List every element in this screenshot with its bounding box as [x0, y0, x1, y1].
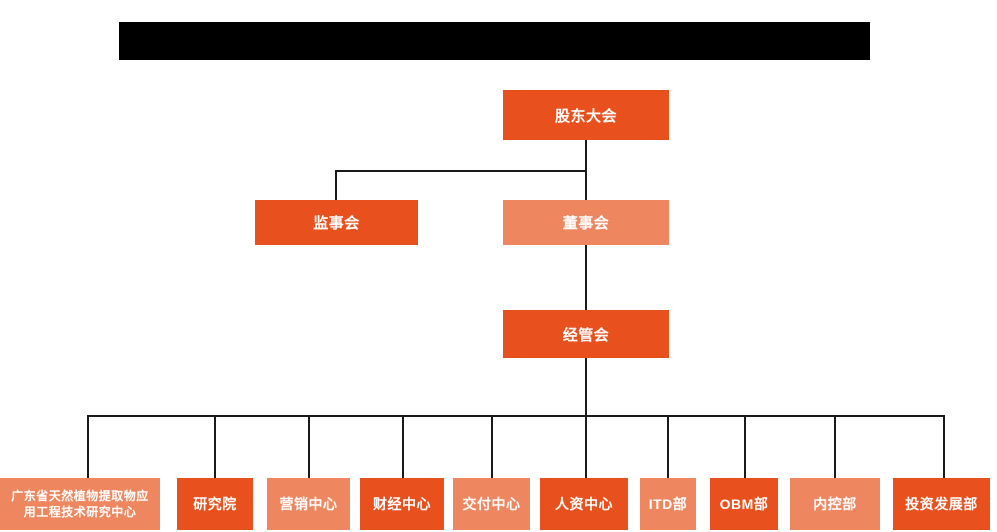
connector-drop-dept-8 — [744, 415, 746, 478]
node-management-committee[interactable]: 经管会 — [503, 310, 669, 358]
node-board-of-directors[interactable]: 董事会 — [503, 200, 669, 245]
connector-level1-down — [585, 140, 587, 171]
connector-to-supervisory-board — [335, 170, 337, 201]
connector-drop-dept-7 — [667, 415, 669, 478]
node-dept-marketing-center[interactable]: 营销中心 — [267, 478, 350, 530]
node-dept-finance-center[interactable]: 财经中心 — [360, 478, 444, 530]
node-shareholders-meeting[interactable]: 股东大会 — [503, 90, 669, 140]
node-dept-human-resources-center[interactable]: 人资中心 — [540, 478, 628, 530]
connector-drop-dept-2 — [214, 415, 216, 478]
connector-to-board-of-directors — [585, 170, 587, 201]
connector-drop-dept-5 — [491, 415, 493, 478]
node-dept-delivery-center[interactable]: 交付中心 — [453, 478, 530, 530]
connector-level2-bus — [335, 170, 586, 172]
connector-drop-dept-1 — [87, 415, 89, 478]
node-dept-investment-development[interactable]: 投资发展部 — [893, 478, 990, 530]
connector-management-down — [585, 358, 587, 416]
dept-label-line1: 广东省天然植物提取物应 — [11, 488, 149, 503]
dept-label-line2: 用工程技术研究中心 — [23, 505, 137, 519]
node-dept-internal-control[interactable]: 内控部 — [790, 478, 880, 530]
connector-drop-dept-3 — [308, 415, 310, 478]
node-dept-research-institute[interactable]: 研究院 — [177, 478, 253, 530]
connector-drop-dept-4 — [402, 415, 404, 478]
connector-drop-dept-9 — [834, 415, 836, 478]
node-dept-guangdong-research-center[interactable]: 广东省天然植物提取物应 用工程技术研究中心 — [0, 478, 160, 530]
title-banner — [119, 22, 870, 60]
node-supervisory-board[interactable]: 监事会 — [255, 200, 418, 245]
connector-drop-dept-6 — [585, 415, 587, 478]
connector-drop-dept-10 — [943, 415, 945, 478]
connector-board-to-management — [585, 245, 587, 311]
connector-department-bus — [87, 415, 945, 417]
node-dept-obm[interactable]: OBM部 — [710, 478, 778, 530]
node-dept-itd[interactable]: ITD部 — [640, 478, 696, 530]
